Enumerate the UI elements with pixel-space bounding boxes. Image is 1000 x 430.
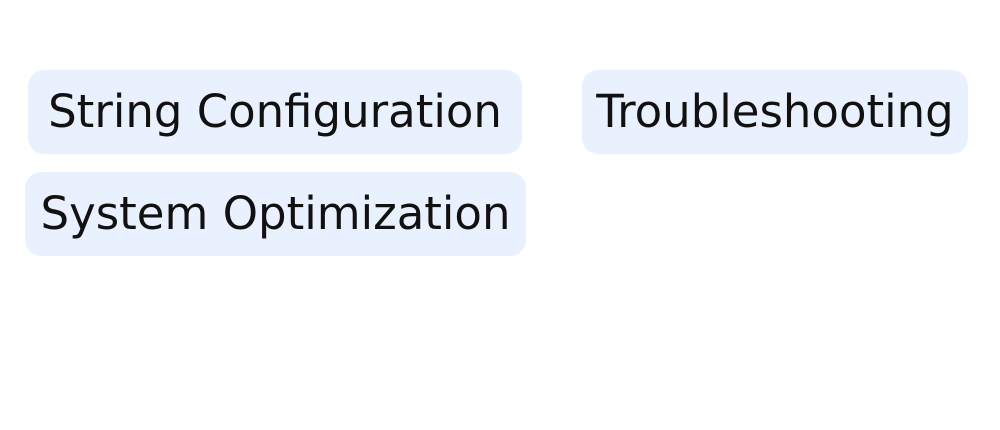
chip-troubleshooting[interactable]: Troubleshooting bbox=[582, 70, 968, 154]
chip-system-optimization[interactable]: System Optimization bbox=[25, 172, 526, 256]
chip-string-configuration[interactable]: String Configuration bbox=[28, 70, 522, 154]
